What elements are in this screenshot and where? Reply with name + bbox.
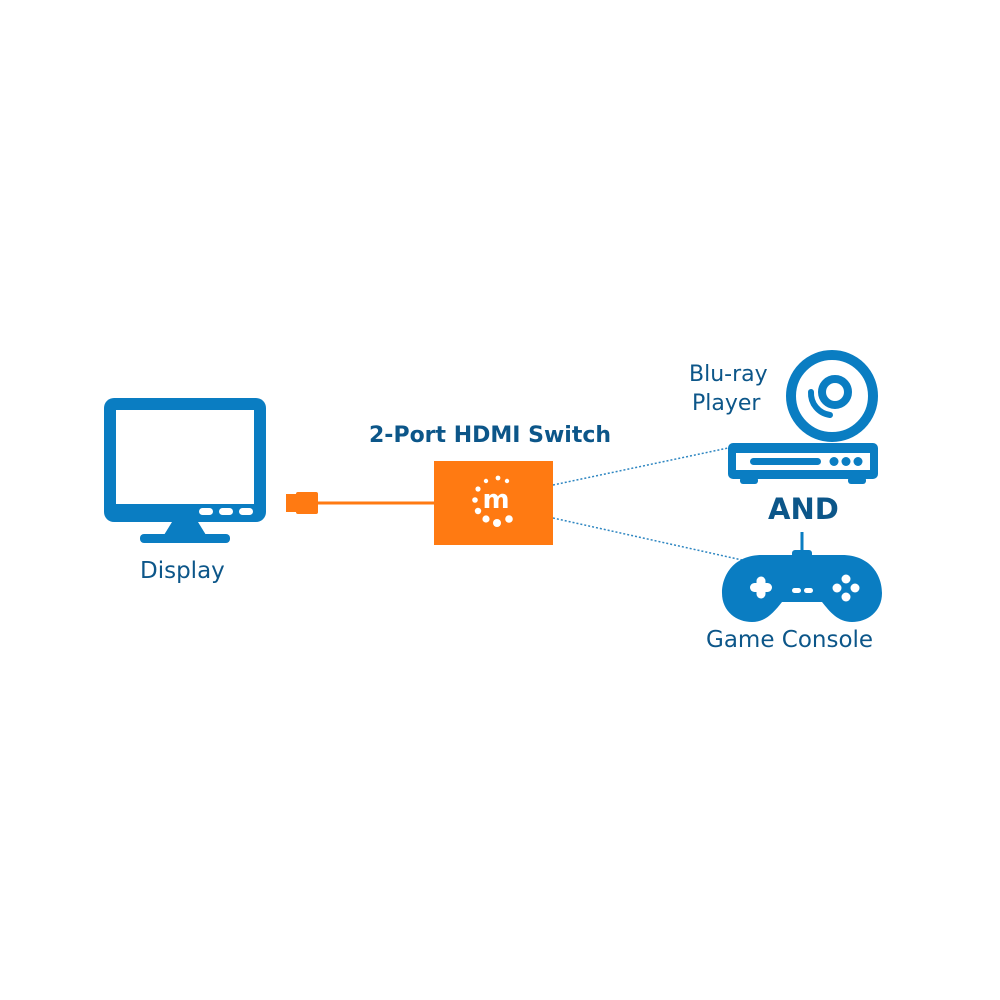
bluray-label-line2: Player [692,391,761,416]
hdmi-switch-box: m [434,461,553,545]
action-buttons-icon [832,574,860,602]
link-switch-to-bluray [552,447,729,486]
hdmi-cable [286,492,434,514]
bluray-player-icon [728,443,878,484]
switch-title: 2-Port HDMI Switch [369,423,612,448]
bluray-label-line1: Blu-ray [689,362,768,387]
disc-icon [786,350,878,442]
game-console-label: Game Console [706,627,874,653]
logo-letter: m [482,485,509,515]
dpad-icon [750,576,772,599]
gamepad-icon [722,532,882,622]
and-connector-text: AND [768,492,839,526]
monitor-icon [104,398,266,543]
manhattan-logo-icon: m [472,475,513,527]
display-label: Display [140,558,225,584]
link-switch-to-console [552,517,743,561]
